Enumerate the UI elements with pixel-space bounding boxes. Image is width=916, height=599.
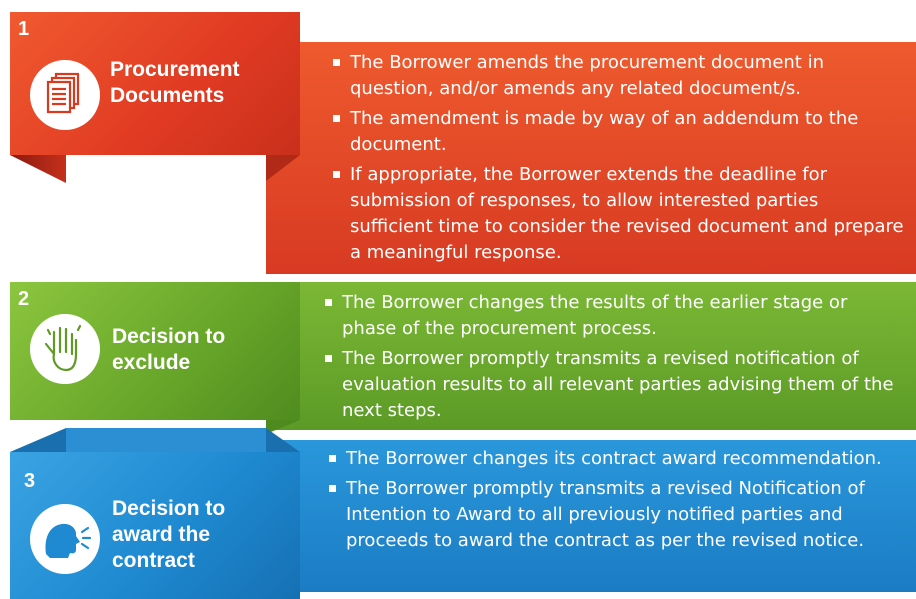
- speaking-head-icon: [45, 523, 92, 558]
- step-3-bullet: The Borrower promptly transmits a revise…: [326, 476, 911, 554]
- step-3-number: 3: [24, 470, 36, 492]
- step-2-bullet: The Borrower promptly transmits a revise…: [322, 346, 907, 424]
- step-1-bullet: The amendment is made by way of an adden…: [330, 106, 905, 158]
- step-1-content-panel: The Borrower amends the procurement docu…: [266, 42, 916, 274]
- step-3-tab: 3 Decision to award the contract: [10, 452, 300, 599]
- step-3-title: Decision to award the contract: [112, 497, 226, 572]
- step-2-bullet: The Borrower changes the results of the …: [322, 290, 907, 342]
- step-2-title: Decision to exclude: [112, 325, 226, 374]
- step-2-icon-circle: [30, 314, 100, 384]
- step-1-icon-circle: [30, 60, 100, 130]
- step-3-bullet: The Borrower changes its contract award …: [326, 446, 911, 472]
- step-1-title: Procurement Documents: [110, 58, 240, 107]
- step-2-number: 2: [18, 288, 30, 310]
- step-3-icon-circle: [30, 504, 100, 574]
- step-3-top-connector: [10, 428, 300, 452]
- step-2-content-panel: The Borrower changes the results of the …: [266, 282, 916, 430]
- step-1-number: 1: [18, 18, 30, 40]
- step-1-bullet-list: The Borrower amends the procurement docu…: [330, 50, 905, 270]
- step-2-bullet-list: The Borrower changes the results of the …: [322, 290, 907, 428]
- step-3-bullet-list: The Borrower changes its contract award …: [326, 446, 911, 558]
- documents-icon: [46, 72, 80, 114]
- hand-icon: [44, 324, 82, 372]
- step-1-bullet: If appropriate, the Borrower extends the…: [330, 162, 905, 266]
- step-1-tab: 1 Procurement Documents: [10, 12, 300, 155]
- step-1-fold-connector: [10, 155, 300, 283]
- step-3-content-panel: The Borrower changes its contract award …: [266, 440, 916, 592]
- step-1-bullet: The Borrower amends the procurement docu…: [330, 50, 905, 102]
- step-2-tab: 2 Decision to exclude: [10, 282, 300, 420]
